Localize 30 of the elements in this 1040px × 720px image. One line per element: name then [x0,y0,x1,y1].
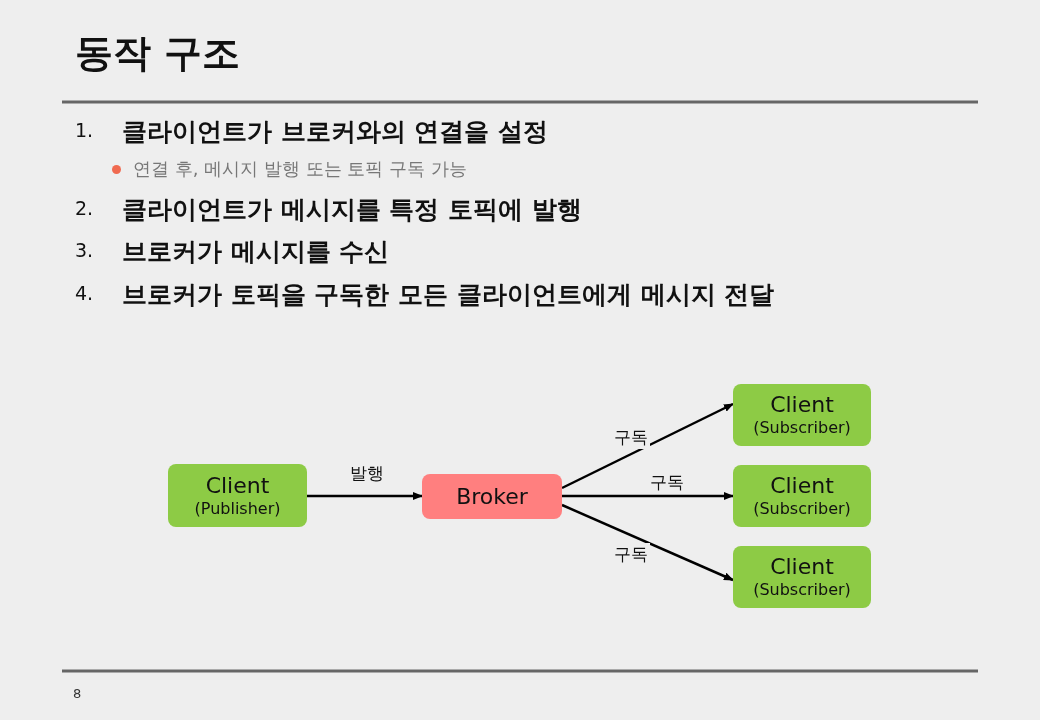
node-sublabel: (Subscriber) [753,499,851,519]
client-box [168,464,307,527]
list-number: 3. [75,239,94,261]
slide-title: 동작 구조 [75,30,241,77]
node-label: Client [770,473,834,499]
list-number: 1. [75,119,94,141]
node-label: Client [770,554,834,580]
client-box [733,465,871,527]
list-number: 2. [75,197,94,219]
list-number: 4. [75,282,94,304]
client-box [733,384,871,446]
node-label: Broker [456,483,528,510]
list-item: 클라이언트가 브로커와의 연결을 설정 [122,116,549,148]
arrow [307,492,423,500]
arrow [561,402,734,490]
node-label: Client [770,392,834,418]
node-sublabel: (Subscriber) [753,418,851,438]
arrow [561,503,734,582]
list-item: 브로커가 메시지를 수신 [122,236,390,268]
list-item: 브로커가 토픽을 구독한 모든 클라이언트에게 메시지 전달 [122,279,775,311]
list-item: 클라이언트가 메시지를 특정 토픽에 발행 [122,194,582,226]
edge-label: 구독 [612,543,650,566]
client-box [733,546,871,608]
sub-item: 연결 후, 메시지 발행 또는 토픽 구독 가능 [133,157,467,181]
node-sublabel: (Subscriber) [753,580,851,600]
node-label: Client [205,472,270,499]
page-number: 8 [73,686,82,701]
broker-box [422,474,562,519]
arrow [562,492,734,500]
node-sublabel: (Publisher) [194,498,281,519]
